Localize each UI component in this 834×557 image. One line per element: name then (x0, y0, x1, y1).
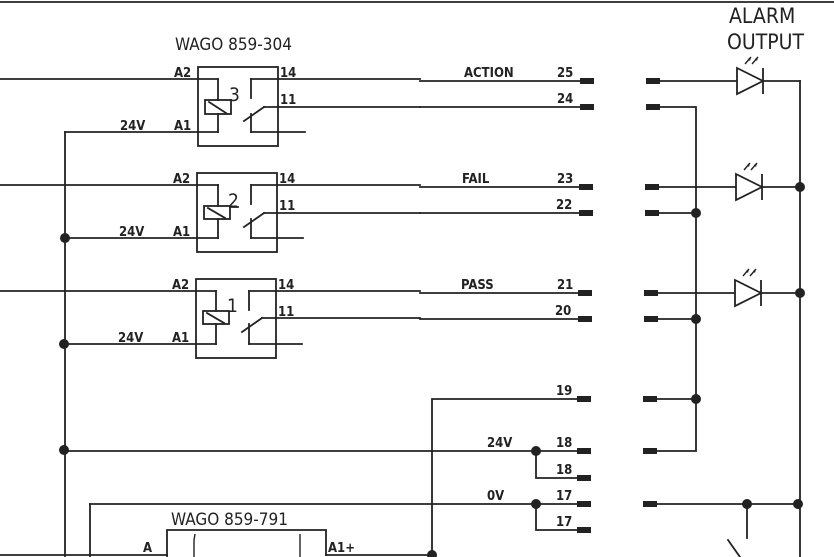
relay-2-number: 2 (228, 190, 239, 212)
terminal-20-pad (578, 316, 592, 322)
relay-2-a2-label: A2 (173, 172, 190, 187)
terminal-17b-pad (577, 527, 591, 533)
terminal-19-pad (577, 396, 591, 402)
power-module: WAGO 859-791 A A1+ (0, 503, 437, 557)
terminal-17a-label: 17 (556, 489, 572, 504)
junction-dot (427, 550, 437, 557)
relay-1: 1 A2 A1 14 11 24V (0, 278, 421, 359)
led-fail-icon (735, 162, 765, 202)
pin-a-label: A (143, 541, 152, 556)
terminal-25-label: 25 (557, 66, 573, 81)
relay-1-24v-label: 24V (118, 331, 143, 346)
switch-contact-icon (726, 538, 742, 557)
terminal-pad-right (644, 316, 658, 322)
terminal-18a-pad (577, 448, 591, 454)
terminal-block-left: ACTION FAIL PASS 25 24 23 22 21 20 19 24… (59, 66, 594, 554)
relay-1-11-label: 11 (278, 305, 294, 320)
terminal-pad-right (645, 184, 659, 190)
terminal-23-label: 23 (557, 172, 573, 187)
terminal-21-pad (578, 290, 592, 296)
relay-2-11-label: 11 (279, 199, 295, 214)
relay-3-switch-icon (242, 105, 266, 123)
relay-1-number: 1 (227, 295, 238, 317)
relay-module-title: WAGO 859-304 (175, 35, 292, 55)
led-action-icon (736, 56, 766, 96)
relay-1-14-label: 14 (278, 278, 294, 293)
power-module-title: WAGO 859-791 (171, 510, 288, 530)
power-module-housing (166, 529, 327, 557)
pin-a1-plus-label: A1+ (328, 541, 355, 556)
common-feed-wire (656, 106, 697, 452)
terminal-24-pad (580, 104, 594, 110)
terminal-pad-right (645, 210, 659, 216)
signal-fail-label: FAIL (462, 172, 490, 187)
terminal-22-pad (579, 210, 593, 216)
terminal-19-wire (431, 398, 578, 554)
relay-2-switch-icon (242, 211, 266, 229)
junction-dot (795, 288, 805, 298)
relay-2-14-label: 14 (279, 172, 295, 187)
terminal-17b-label: 17 (556, 515, 572, 530)
wire (535, 503, 578, 531)
terminal-24-label: 24 (557, 92, 573, 107)
terminal-pad-right (644, 290, 658, 296)
signal-pass-label: PASS (461, 278, 494, 293)
alarm-title-line1: ALARM (729, 4, 795, 28)
junction-dot (795, 182, 805, 192)
junction-dot (60, 233, 70, 243)
supply-0v-label: 0V (487, 489, 504, 504)
relay-2: 2 A2 A1 14 11 24V (0, 172, 421, 253)
relay-2-24v-label: 24V (119, 225, 144, 240)
terminal-pad-right (643, 448, 657, 454)
relay-3-number: 3 (229, 84, 240, 106)
terminal-25-pad (580, 78, 594, 84)
terminal-18a-label: 18 (556, 436, 572, 451)
terminal-pad-right (643, 396, 657, 402)
terminal-19-label: 19 (556, 384, 572, 399)
relay-3-11-label: 11 (280, 93, 296, 108)
relay-1-a2-label: A2 (172, 278, 189, 293)
terminal-18b-pad (577, 475, 591, 481)
coil-diagonal (206, 206, 227, 220)
relay-2-a1-label: A1 (173, 225, 190, 240)
terminal-18b-label: 18 (556, 463, 572, 478)
alarm-output (643, 56, 805, 557)
relay-3: 3 A2 A1 14 11 24V (0, 66, 421, 147)
terminal-pad-right (643, 501, 657, 507)
relay-3-24v-label: 24V (120, 119, 145, 134)
relay-3-a2-label: A2 (174, 66, 191, 81)
alarm-title-line2: OUTPUT (727, 30, 804, 54)
terminal-20-label: 20 (555, 304, 571, 319)
relay-3-a1-label: A1 (174, 119, 191, 134)
relay-2-coil-icon (203, 205, 231, 220)
supply-24v-label: 24V (487, 436, 512, 451)
junction-dot (59, 339, 69, 349)
junction-dot (691, 394, 701, 404)
wire (535, 450, 578, 479)
junction-dot (59, 445, 69, 455)
terminal-22-label: 22 (556, 198, 572, 213)
terminal-23-pad (579, 184, 593, 190)
terminal-21-label: 21 (557, 278, 573, 293)
junction-dot (691, 314, 701, 324)
signal-action-label: ACTION (464, 66, 514, 81)
terminal-pad-right (646, 104, 660, 110)
junction-dot (691, 208, 701, 218)
coil-diagonal (205, 311, 226, 325)
coil-diagonal (207, 100, 228, 115)
terminal-17a-pad (577, 501, 591, 507)
relay-3-14-label: 14 (280, 66, 296, 81)
led-pass-icon (734, 268, 764, 308)
bracket-left (193, 533, 196, 557)
terminal-pad-right (646, 78, 660, 84)
relay-1-a1-label: A1 (172, 331, 189, 346)
relay-1-switch-icon (240, 316, 264, 334)
